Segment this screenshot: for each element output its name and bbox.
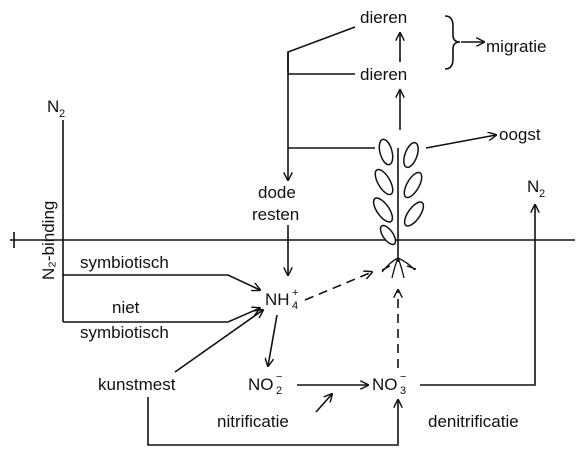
label-niet: niet xyxy=(112,298,140,317)
svg-text:2: 2 xyxy=(539,188,545,200)
label-kunstmest: kunstmest xyxy=(98,375,176,394)
line-dieren-top-to-resten xyxy=(287,26,356,73)
svg-text:NO: NO xyxy=(248,375,274,394)
arrow-nitrificatie xyxy=(315,394,332,413)
label-resten: resten xyxy=(252,205,299,224)
label-dode: dode xyxy=(258,183,296,202)
label-n2-right: N 2 xyxy=(527,177,545,200)
arrow-niet-symbiotisch xyxy=(63,308,260,323)
plant-icon xyxy=(372,138,425,279)
label-denitrificatie: denitrificatie xyxy=(428,412,519,431)
migratie-brace xyxy=(444,15,461,70)
label-migratie: migratie xyxy=(486,37,546,56)
svg-text:−: − xyxy=(276,371,282,383)
svg-text:−: − xyxy=(400,371,406,383)
label-symbiotisch: symbiotisch xyxy=(80,253,169,272)
label-nh4: NH + 4 xyxy=(265,287,298,312)
label-dieren-bottom: dieren xyxy=(360,65,407,84)
svg-text:+: + xyxy=(292,287,298,299)
svg-text:NH: NH xyxy=(265,290,290,309)
svg-text:NO: NO xyxy=(372,375,398,394)
svg-text:N: N xyxy=(47,97,59,116)
label-no3: NO − 3 xyxy=(372,371,406,397)
svg-text:4: 4 xyxy=(292,300,298,312)
arrow-nh4-to-plant xyxy=(304,272,372,301)
svg-text:N: N xyxy=(527,177,539,196)
label-n2-left: N 2 xyxy=(47,97,65,120)
svg-text:2: 2 xyxy=(276,385,282,397)
label-dieren-top: dieren xyxy=(360,8,407,27)
arrow-kunstmest-to-nh4 xyxy=(174,310,263,373)
label-niet-symbiotisch: symbiotisch xyxy=(80,323,169,342)
arrow-plant-to-oogst xyxy=(425,135,496,149)
label-nitrificatie: nitrificatie xyxy=(217,412,289,431)
label-no2: NO − 2 xyxy=(248,371,282,397)
arrow-kunstmest-to-no3 xyxy=(147,397,398,446)
arrow-no3-to-n2 xyxy=(420,205,535,386)
svg-text:3: 3 xyxy=(400,385,406,397)
arrow-nh4-to-no2 xyxy=(268,314,278,366)
svg-text:2: 2 xyxy=(59,108,65,120)
label-oogst: oogst xyxy=(499,125,541,144)
arrow-symbiotisch xyxy=(63,274,260,290)
label-n2-binding: N₂-binding xyxy=(39,201,58,280)
